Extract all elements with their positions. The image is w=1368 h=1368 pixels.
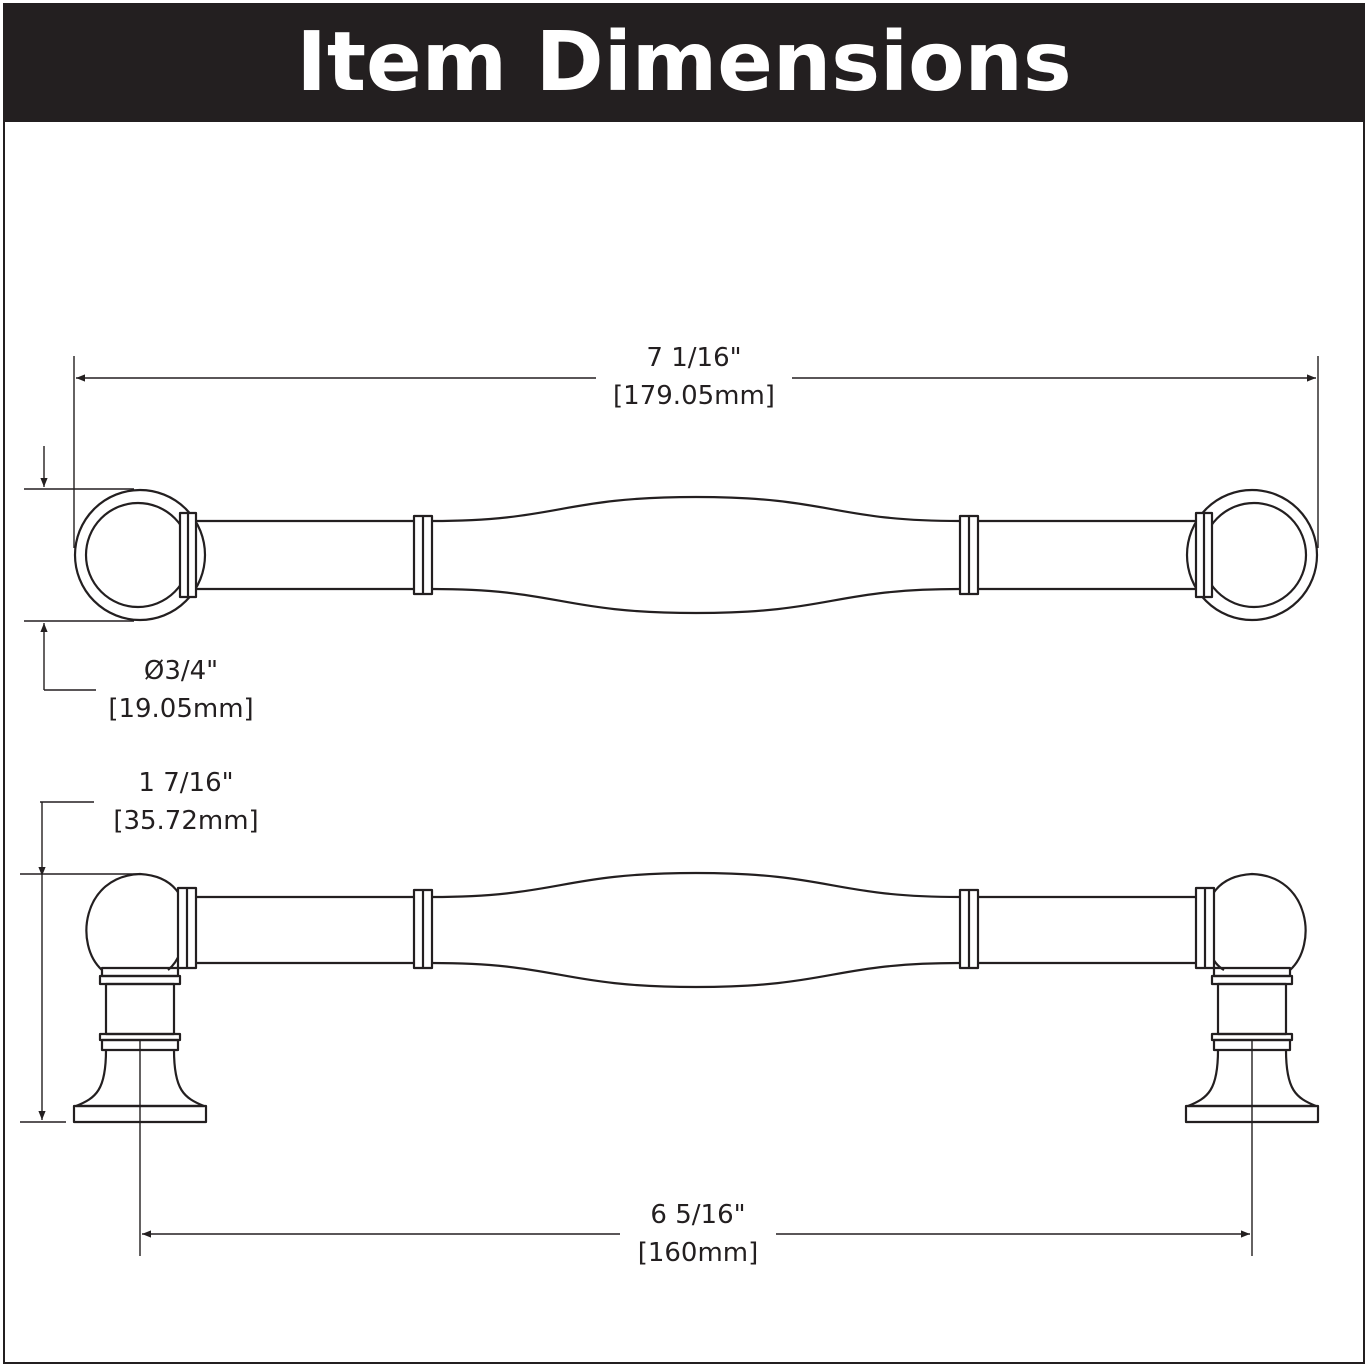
top-right-end-inner [1200, 501, 1308, 609]
projection-imperial: 1 7/16" [138, 768, 234, 798]
center-to-center-imperial: 6 5/16" [650, 1200, 746, 1230]
top-left-end-outer [73, 488, 207, 622]
overall-length-metric: [179.05mm] [613, 381, 775, 411]
overall-length-label: 7 1/16" [179.05mm] [596, 339, 792, 415]
header-bar: Item Dimensions [3, 3, 1365, 122]
side-left-ball [85, 872, 188, 971]
side-view [72, 871, 1320, 1124]
projection-metric: [35.72mm] [113, 806, 259, 836]
center-to-center-label: 6 5/16" [160mm] [620, 1196, 776, 1272]
diameter-metric: [19.05mm] [108, 694, 254, 724]
overall-length-imperial: 7 1/16" [646, 343, 742, 373]
projection-dimension-line [20, 801, 138, 1123]
center-to-center-metric: [160mm] [637, 1238, 759, 1268]
projection-label: 1 7/16" [35.72mm] [96, 764, 276, 840]
diameter-dimension-line [24, 446, 134, 691]
diameter-label: Ø3/4" [19.05mm] [96, 652, 266, 728]
diameter-imperial: Ø3/4" [143, 656, 219, 686]
top-right-end-outer [1185, 488, 1319, 622]
top-left-end-inner [84, 501, 192, 609]
page-title: Item Dimensions [296, 14, 1072, 110]
top-view [73, 488, 1319, 622]
side-right-ball [1204, 872, 1307, 971]
top-center-grip [431, 495, 961, 523]
